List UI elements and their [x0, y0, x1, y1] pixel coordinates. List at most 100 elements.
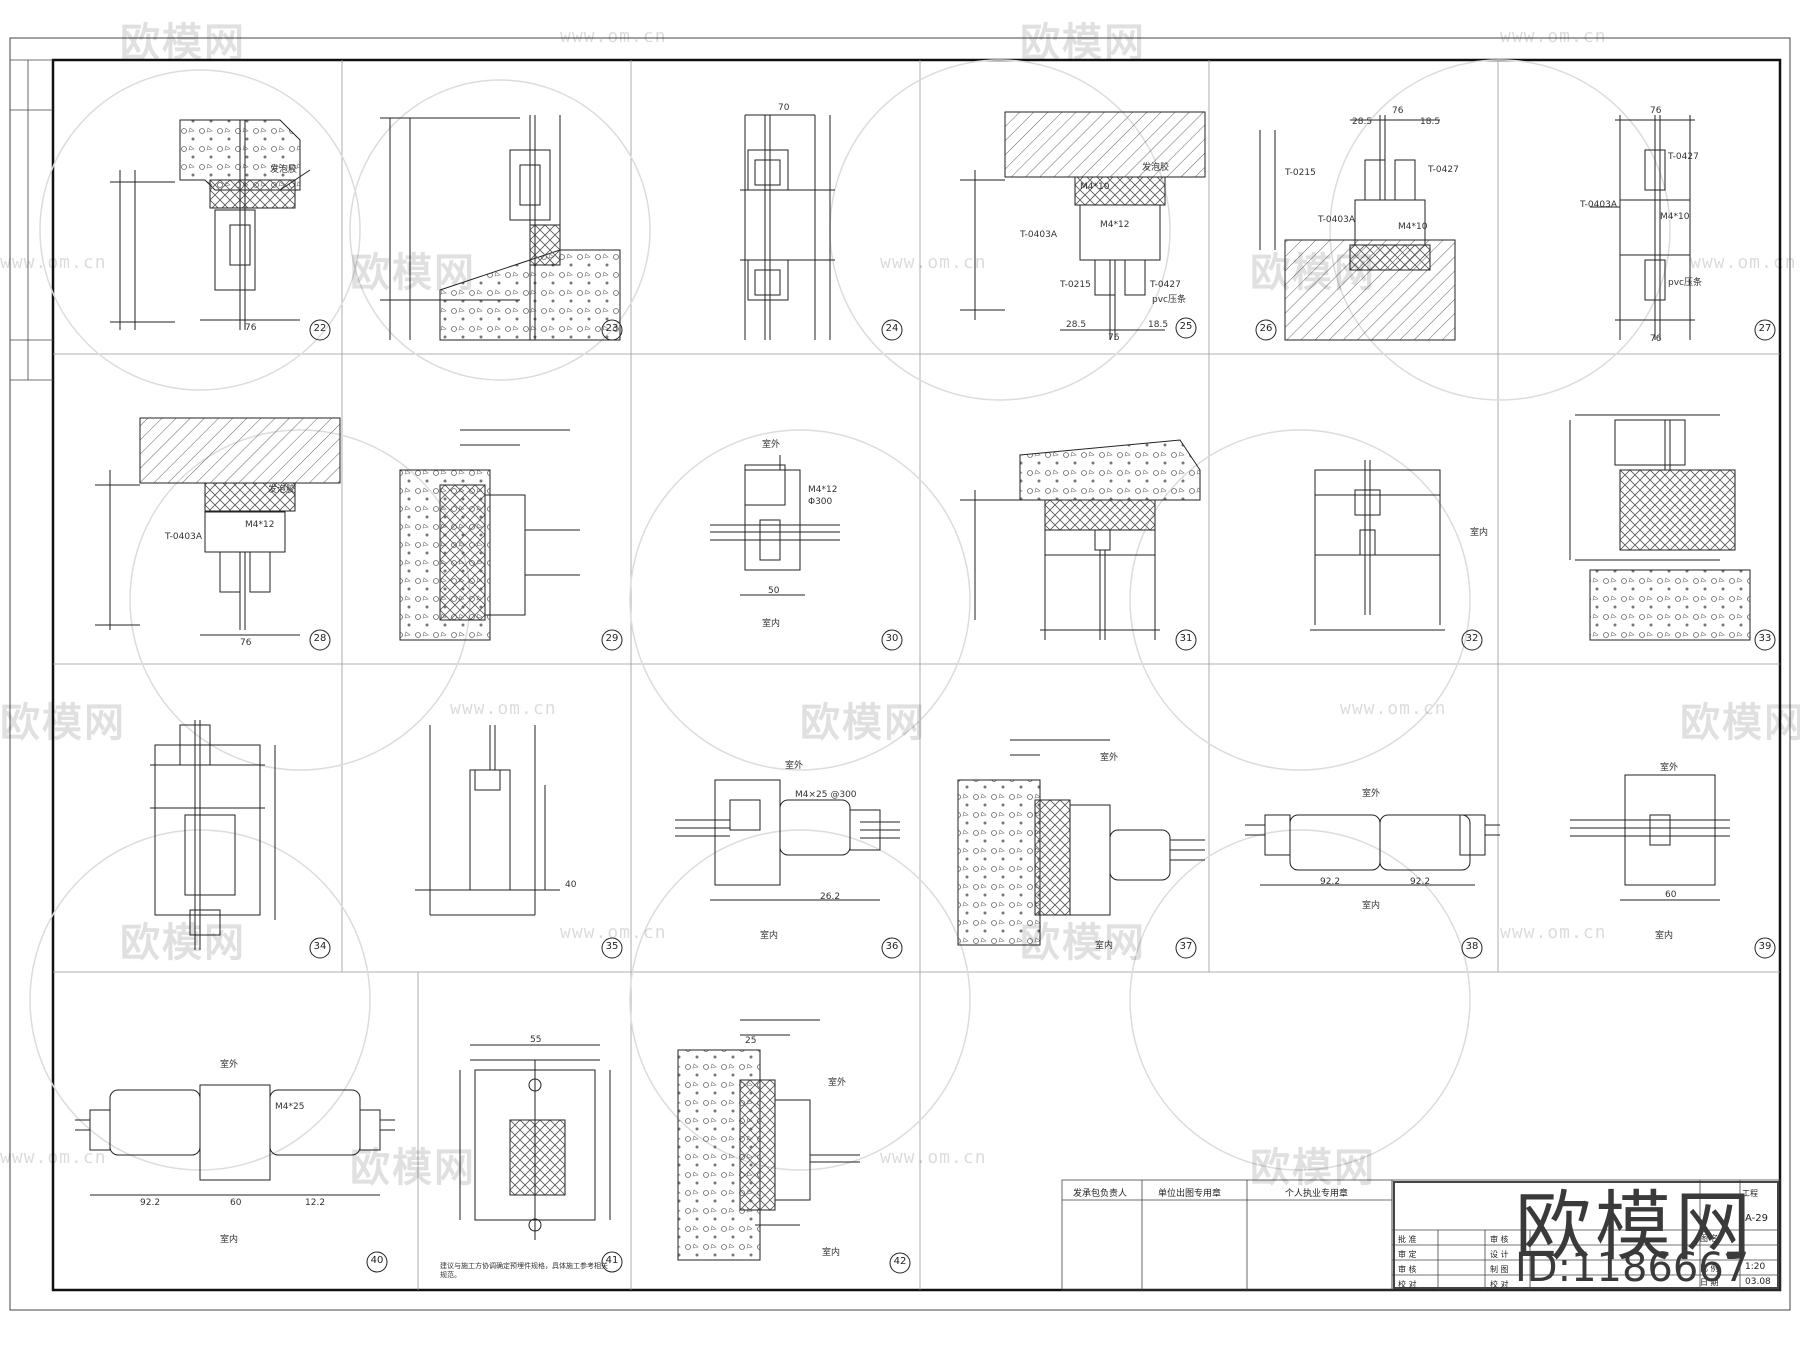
label-bolt-25: M4*10 [1080, 182, 1110, 192]
label-indoor-38: 室内 [1362, 901, 1381, 911]
label-indoor-36: 室内 [760, 931, 779, 941]
label-outdoor-39: 室外 [1660, 763, 1679, 773]
label-indoor-30: 室内 [762, 619, 781, 629]
detail-37 [957, 739, 1205, 959]
detail-number-28: 28 [313, 633, 327, 644]
role-2: 审 定 [1398, 1250, 1417, 1259]
detail-number-23: 23 [605, 323, 619, 334]
label-profile2-25: T-0215 [1060, 280, 1091, 290]
tb-project: 工程 [1742, 1189, 1758, 1198]
dim-60-40: 60 [230, 1198, 242, 1208]
detail-42 [677, 1019, 911, 1274]
role2-4: 校 对 [1490, 1280, 1509, 1289]
watermark-logo: 欧模网 [350, 1145, 476, 1191]
label-indoor-40: 室内 [220, 1235, 239, 1245]
watermark-logo: 欧模网 [350, 250, 476, 296]
watermark-logo: 欧模网 [1250, 1145, 1376, 1191]
dim-70-24: 70 [778, 103, 790, 113]
watermark-url: www.om.cn [450, 698, 557, 719]
watermark-logo: 欧模网 [120, 20, 246, 66]
label-profile3-25: T-0427 [1150, 280, 1181, 290]
watermark-url: www.om.cn [1500, 26, 1607, 47]
watermark-url: www.om.cn [560, 922, 667, 943]
dim-922-40: 92.2 [140, 1198, 161, 1208]
label-outdoor-40: 室外 [220, 1060, 239, 1070]
brand-logo-text: 欧模网 [1515, 1182, 1755, 1271]
detail-number-38: 38 [1465, 941, 1479, 952]
watermark-url: www.om.cn [0, 252, 107, 273]
label-pvc-27: pvc压条 [1668, 278, 1702, 288]
label-profile-25: T-0403A [1020, 230, 1057, 240]
detail-grid [53, 60, 1780, 1290]
watermark-url: www.om.cn [1690, 252, 1797, 273]
title-block-roles-2: 审 核 设 计 制 图 校 对 [1490, 1232, 1509, 1292]
detail-number-32: 32 [1465, 633, 1479, 644]
label-outdoor-37: 室外 [1100, 753, 1119, 763]
dim-55-41: 55 [530, 1035, 542, 1045]
watermark-url: www.om.cn [1500, 922, 1607, 943]
title-block [1391, 1179, 1781, 1291]
watermark-url: www.om.cn [0, 1147, 107, 1168]
label-bolt-30: M4*12 [808, 485, 838, 495]
signature-owner: 发承包负责人 [1073, 1189, 1128, 1199]
label-indoor-42: 室内 [822, 1248, 841, 1258]
tb-sheet-no: 03.08 [1745, 1277, 1771, 1287]
label-outdoor-30: 室外 [762, 440, 781, 450]
detail-41 [459, 1044, 623, 1273]
detail-39 [1570, 774, 1776, 959]
detail-22 [110, 119, 331, 341]
dim-76-26: 76 [1392, 106, 1404, 116]
dim-50-30: 50 [768, 586, 780, 596]
detail-32 [1310, 460, 1483, 651]
detail-24 [740, 114, 903, 341]
watermark-logo: 欧模网 [1020, 20, 1146, 66]
role-1: 批 准 [1398, 1235, 1417, 1244]
role2-2: 设 计 [1490, 1250, 1509, 1259]
label-sealant-28: 发泡胶 [268, 485, 296, 495]
detail-23 [380, 115, 623, 341]
dim-40-35: 40 [565, 880, 577, 890]
label-profile3-26: T-0403A [1318, 215, 1355, 225]
watermark-url: www.om.cn [880, 1147, 987, 1168]
label-profile2-26: T-0427 [1428, 165, 1459, 175]
detail-number-34: 34 [313, 941, 327, 952]
detail-40 [75, 1084, 395, 1273]
label-profile-27: T-0427 [1668, 152, 1699, 162]
detail-28 [95, 417, 341, 651]
dim-25-42: 25 [745, 1036, 757, 1046]
watermark-url: www.om.cn [560, 26, 667, 47]
tb-sheet-code: A-29 [1745, 1213, 1768, 1224]
dim-60-39: 60 [1665, 890, 1677, 900]
detail-29 [399, 429, 623, 651]
watermark-logo: 欧模网 [120, 920, 246, 966]
detail-26 [1255, 115, 1456, 341]
detail-number-35: 35 [605, 941, 619, 952]
dim-262-36: 26.2 [820, 892, 841, 902]
watermark-url: www.om.cn [880, 252, 987, 273]
label-pvc-25: pvc压条 [1152, 295, 1186, 305]
label-screw-36: M4×25 @300 [795, 790, 857, 800]
label-bolt-40: M4*25 [275, 1102, 305, 1112]
watermark-logo: 欧模网 [800, 700, 926, 746]
label-indoor-39: 室内 [1655, 931, 1674, 941]
signature-unit-seal: 单位出图专用章 [1158, 1189, 1222, 1199]
label-profile-28: T-0403A [165, 532, 202, 542]
label-bolt-28: M4*12 [245, 520, 275, 530]
watermark-logo: 欧模网 [0, 700, 126, 746]
detail-number-30: 30 [885, 633, 899, 644]
detail-number-40: 40 [370, 1255, 384, 1266]
label-outdoor-36: 室外 [785, 761, 804, 771]
detail-number-37: 37 [1179, 941, 1193, 952]
label-outdoor-42: 室外 [828, 1078, 847, 1088]
detail-number-33: 33 [1758, 633, 1772, 644]
tb-scale: 1:20 [1745, 1262, 1766, 1272]
dim-285-25: 28.5 [1066, 320, 1087, 330]
brand-id-text: ID:1186667 [1515, 1245, 1750, 1291]
dim-76-22: 76 [245, 323, 257, 333]
detail-number-22: 22 [313, 323, 327, 334]
role2-3: 制 图 [1490, 1265, 1509, 1274]
dim-76b-27: 76 [1650, 334, 1662, 344]
detail-number-39: 39 [1758, 941, 1772, 952]
detail-number-24: 24 [885, 323, 899, 334]
detail-number-36: 36 [885, 941, 899, 952]
